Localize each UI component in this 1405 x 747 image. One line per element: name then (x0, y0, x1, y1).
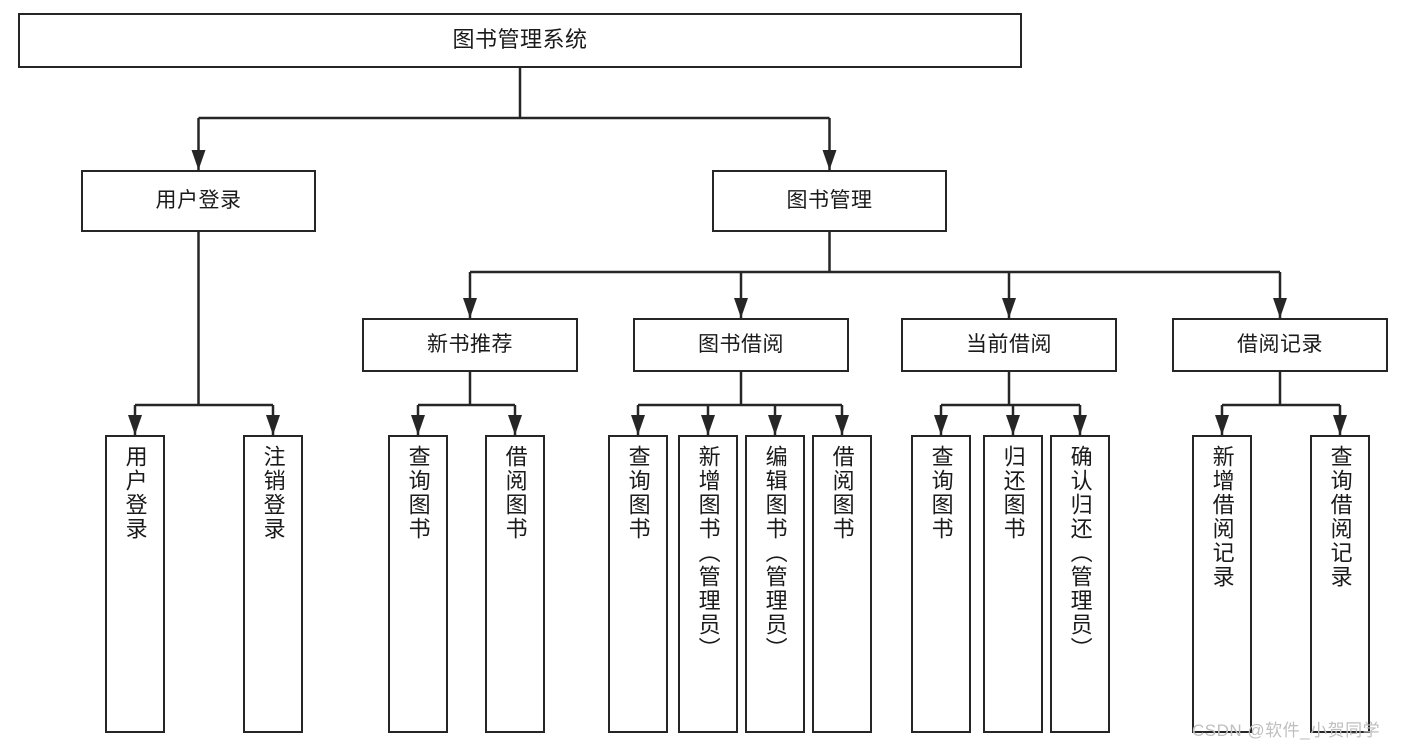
node-label-leaf-logout: 注销登录 (260, 445, 286, 541)
arrow-head-book-manage (822, 150, 837, 170)
node-leaf-confirm-return[interactable]: 确认归还（管理员） (1050, 435, 1110, 733)
node-label-leaf-confirm-return: 确认归还（管理员） (1067, 445, 1093, 661)
arrow-head-current-borrow (1002, 298, 1016, 318)
arrow-head-leaf-logout (266, 415, 280, 435)
node-borrow-record[interactable]: 借阅记录 (1172, 318, 1388, 372)
node-user-login[interactable]: 用户登录 (81, 170, 316, 232)
node-leaf-query-record[interactable]: 查询借阅记录 (1310, 435, 1370, 733)
node-leaf-add-record[interactable]: 新增借阅记录 (1192, 435, 1252, 733)
node-root[interactable]: 图书管理系统 (18, 13, 1022, 68)
node-leaf-borrow-book-2[interactable]: 借阅图书 (812, 435, 872, 733)
node-label-new-book-rec: 新书推荐 (427, 333, 513, 357)
arrow-head-leaf-add-book (701, 415, 715, 435)
arrow-head-user-login (191, 150, 206, 170)
node-label-leaf-return-book: 归还图书 (1000, 445, 1026, 541)
arrow-head-leaf-add-record (1215, 415, 1229, 435)
node-label-book-manage: 图书管理 (786, 189, 873, 213)
node-label-leaf-query-record: 查询借阅记录 (1327, 445, 1353, 589)
arrow-head-leaf-query-book-2 (631, 415, 645, 435)
node-leaf-query-book-2[interactable]: 查询图书 (608, 435, 668, 733)
node-label-leaf-query-book-1: 查询图书 (405, 445, 431, 541)
node-label-leaf-borrow-book-1: 借阅图书 (502, 445, 528, 541)
node-leaf-query-book-1[interactable]: 查询图书 (388, 435, 448, 733)
arrow-head-leaf-query-book-1 (411, 415, 425, 435)
arrow-head-new-book-rec (463, 298, 477, 318)
node-new-book-rec[interactable]: 新书推荐 (362, 318, 578, 372)
node-label-leaf-query-book-2: 查询图书 (625, 445, 651, 541)
arrow-head-book-borrow (734, 298, 748, 318)
node-leaf-edit-book[interactable]: 编辑图书（管理员） (745, 435, 805, 733)
arrow-head-leaf-query-record (1333, 415, 1347, 435)
arrow-head-leaf-edit-book (768, 415, 782, 435)
node-label-book-borrow: 图书借阅 (698, 333, 784, 357)
node-label-borrow-record: 借阅记录 (1237, 333, 1323, 357)
node-book-manage[interactable]: 图书管理 (712, 170, 947, 232)
node-label-leaf-add-record: 新增借阅记录 (1209, 445, 1235, 589)
node-label-current-borrow: 当前借阅 (966, 333, 1052, 357)
node-leaf-logout[interactable]: 注销登录 (243, 435, 303, 733)
node-leaf-query-book-3[interactable]: 查询图书 (911, 435, 971, 733)
arrow-head-leaf-return-book (1006, 415, 1020, 435)
arrow-head-leaf-confirm-return (1073, 415, 1087, 435)
arrow-head-leaf-borrow-book-2 (835, 415, 849, 435)
arrow-head-leaf-borrow-book-1 (508, 415, 522, 435)
node-leaf-borrow-book-1[interactable]: 借阅图书 (485, 435, 545, 733)
arrow-head-leaf-user-login (128, 415, 142, 435)
node-current-borrow[interactable]: 当前借阅 (901, 318, 1117, 372)
node-leaf-add-book[interactable]: 新增图书（管理员） (678, 435, 738, 733)
node-leaf-return-book[interactable]: 归还图书 (983, 435, 1043, 733)
node-label-root: 图书管理系统 (452, 27, 588, 53)
node-label-leaf-borrow-book-2: 借阅图书 (829, 445, 855, 541)
connector-group (128, 68, 1347, 435)
node-label-leaf-add-book: 新增图书（管理员） (695, 445, 721, 661)
node-label-leaf-user-login: 用户登录 (122, 445, 148, 541)
node-label-user-login: 用户登录 (155, 189, 242, 213)
node-label-leaf-query-book-3: 查询图书 (928, 445, 954, 541)
node-label-leaf-edit-book: 编辑图书（管理员） (762, 445, 788, 661)
arrow-head-borrow-record (1273, 298, 1287, 318)
arrow-head-leaf-query-book-3 (934, 415, 948, 435)
node-leaf-user-login[interactable]: 用户登录 (105, 435, 165, 733)
node-book-borrow[interactable]: 图书借阅 (633, 318, 849, 372)
